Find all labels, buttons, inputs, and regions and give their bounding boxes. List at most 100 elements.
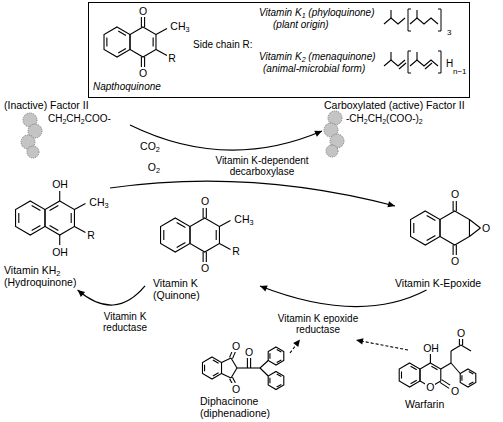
atom-label: R xyxy=(167,52,177,64)
double-bond xyxy=(163,230,164,240)
double-bond xyxy=(425,63,432,69)
node-text: H xyxy=(446,58,453,70)
double-bond xyxy=(216,230,217,240)
bond-line xyxy=(74,227,85,233)
node-text: Diphacinone xyxy=(200,395,258,407)
double-bond xyxy=(277,374,282,377)
double-bond xyxy=(71,213,72,223)
chain-bond xyxy=(410,18,438,24)
atom-label: O xyxy=(138,67,148,79)
subscript: 1 xyxy=(302,12,306,19)
bond-line xyxy=(260,361,268,369)
node-text: (Hydroquinone) xyxy=(4,276,76,288)
ring-bond xyxy=(268,347,284,365)
double-bond xyxy=(462,338,463,345)
atom-label: O xyxy=(425,381,435,393)
methyl-bond xyxy=(390,52,391,60)
double-bond xyxy=(411,380,417,384)
atom-label: OH xyxy=(51,178,69,190)
bond-line xyxy=(74,204,85,210)
subscript: 2 xyxy=(364,118,368,125)
bond-line xyxy=(231,358,237,368)
ring-bond xyxy=(440,211,469,245)
chain-bond xyxy=(410,60,438,66)
atom-label: O xyxy=(450,385,460,397)
node-text: Warfarin xyxy=(405,398,444,410)
methyl-bond xyxy=(416,10,417,18)
double-bond xyxy=(431,366,437,370)
compound-node: Warfarin xyxy=(395,328,495,412)
node-text: Carboxylated (active) Factor II xyxy=(324,99,465,111)
atom-label: O xyxy=(200,195,210,207)
atom-label: O xyxy=(200,262,210,274)
double-bond xyxy=(50,225,59,230)
bond-line xyxy=(222,358,232,363)
double-bond xyxy=(32,225,41,230)
compound-node: Vitamin K(Quinone) xyxy=(145,195,260,302)
ring-bond xyxy=(399,363,420,387)
double-bond xyxy=(18,213,19,223)
bond-line xyxy=(156,50,167,56)
methyl-bond xyxy=(416,52,417,60)
bond-line xyxy=(222,374,232,379)
arrow-head xyxy=(387,201,395,207)
arrow-line xyxy=(78,286,145,305)
double-bond xyxy=(453,245,454,255)
ring-bond xyxy=(104,27,130,57)
enzyme-label: Vitamin K epoxide reductase xyxy=(268,313,368,336)
ring-bond xyxy=(190,218,219,252)
atom-label: CH3 xyxy=(169,20,190,32)
protein-blob xyxy=(328,111,342,125)
compound-node: Vitamin K-Epoxide xyxy=(395,185,500,290)
double-bond xyxy=(141,17,142,27)
double-bond xyxy=(144,17,145,27)
bond-line xyxy=(59,191,60,201)
double-bond xyxy=(456,245,457,255)
inhibition-arrow-head xyxy=(356,338,363,344)
double-bond xyxy=(453,201,454,211)
atom-label: OH xyxy=(51,246,69,258)
double-bond xyxy=(144,57,145,67)
reaction-arrow xyxy=(110,181,395,207)
bond-line xyxy=(430,354,431,363)
repeat-bracket xyxy=(408,9,411,31)
enzyme-label: Vitamin K reductase xyxy=(93,311,157,334)
atom-label: CO2 xyxy=(139,140,161,152)
node-text: Napthoquinone xyxy=(93,81,161,93)
bond-line xyxy=(219,221,230,227)
bond-line xyxy=(59,235,60,245)
bond-line xyxy=(249,367,260,368)
node-text: (Quinone) xyxy=(153,289,200,301)
atom-label: O xyxy=(231,383,241,395)
double-bond xyxy=(277,384,282,387)
double-bond xyxy=(250,358,251,368)
atom-label: CH3 xyxy=(88,196,109,208)
double-bond xyxy=(413,223,414,233)
double-bond xyxy=(141,57,142,67)
double-bond xyxy=(203,208,204,218)
node-text: (Inactive) Factor II xyxy=(4,99,89,111)
ring-bond xyxy=(460,369,476,387)
bond-line xyxy=(260,368,268,376)
double-bond xyxy=(469,371,474,374)
double-bond xyxy=(411,366,417,370)
arrow-head xyxy=(78,290,85,297)
subscript: 2 xyxy=(81,118,85,125)
double-bond xyxy=(204,365,205,372)
atom-label: O xyxy=(450,255,460,267)
double-bond xyxy=(118,49,126,53)
atom-label: CH3 xyxy=(233,213,254,225)
inhibition-arrow xyxy=(361,341,408,350)
bond-line xyxy=(441,363,451,369)
subscript: 3 xyxy=(186,25,190,34)
ring-bond xyxy=(202,357,221,379)
atom-label: OH xyxy=(422,342,440,354)
double-bond xyxy=(427,235,436,240)
double-bond xyxy=(213,360,219,363)
node-text: 3 xyxy=(447,27,451,39)
double-bond xyxy=(50,206,59,211)
double-bond xyxy=(118,31,126,35)
ring-bond xyxy=(268,372,284,390)
